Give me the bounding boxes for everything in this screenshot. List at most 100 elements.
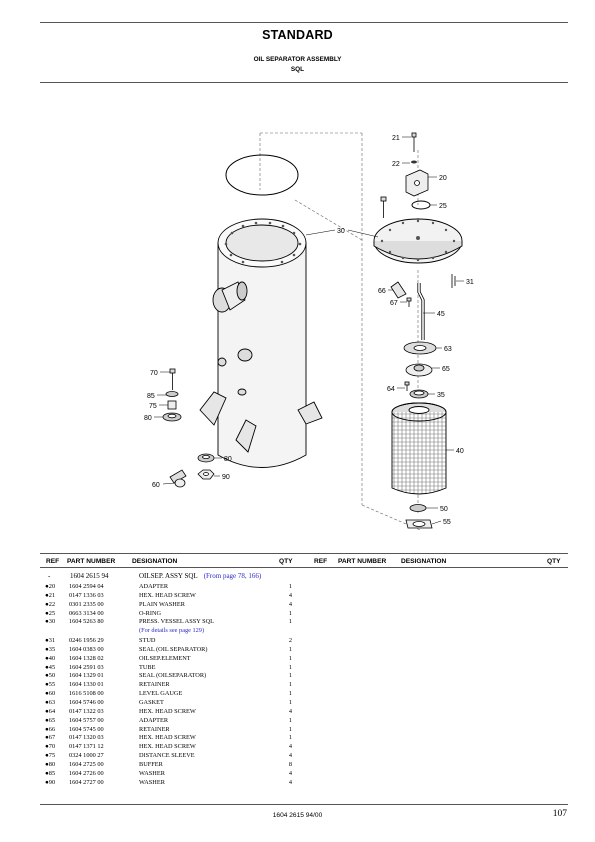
header-bottom-rule	[40, 82, 568, 83]
row-part-number: 1604 5757 00	[69, 716, 104, 724]
row-part-number: 0246 1956 29	[69, 637, 104, 645]
cover-plate	[373, 218, 463, 264]
footer-rule	[40, 804, 568, 805]
leader-lines	[154, 136, 464, 525]
row-designation: BUFFER	[139, 760, 163, 768]
row-qty: 1	[288, 654, 292, 662]
cross-reference-link[interactable]: (From page 78, 166)	[203, 572, 262, 580]
bolt	[380, 196, 387, 218]
callout-labels: 21 22 20 25 30 31 66 67 45 63 65 64 35 4…	[144, 135, 474, 526]
adapter-20	[405, 169, 429, 197]
row-ref: ●75	[45, 752, 56, 760]
callout-60: 60	[152, 482, 160, 489]
row-qty: 4	[288, 600, 292, 608]
col-part-left: PART NUMBER	[67, 558, 116, 565]
row-designation: RETAINER	[139, 681, 170, 689]
screw-64	[404, 381, 410, 391]
row-designation: O-RING	[139, 609, 162, 617]
row-ref: ●45	[45, 663, 56, 671]
screw-67	[406, 297, 412, 307]
row-part-number: 0147 1336 03	[69, 591, 104, 599]
row-designation: OILSEP.ELEMENT	[139, 654, 191, 662]
row-qty: 4	[288, 769, 292, 777]
row-qty: 1	[288, 663, 292, 671]
retainer-66	[390, 281, 407, 299]
col-designation-right: DESIGNATION	[401, 558, 447, 565]
row-qty: 4	[288, 752, 292, 760]
row-part-number: 0147 1371 12	[69, 743, 104, 751]
row-ref: ●70	[45, 743, 56, 751]
row-part-number: 1604 0383 00	[69, 645, 104, 653]
col-designation-left: DESIGNATION	[132, 558, 178, 565]
col-ref-right: REF	[314, 558, 328, 565]
header-top-rule	[40, 22, 568, 23]
row-part-number: 1604 2727 00	[69, 778, 104, 786]
row-designation: RETAINER	[139, 725, 170, 733]
callout-25: 25	[439, 203, 447, 210]
callout-64: 64	[387, 386, 395, 393]
callout-55: 55	[443, 519, 451, 526]
row-part-number: 0301 2335 00	[69, 600, 104, 608]
row-qty: 1	[288, 690, 292, 698]
callout-31: 31	[466, 279, 474, 286]
row-qty: 1	[288, 583, 292, 590]
row-designation: PRESS. VESSEL ASSY SQL	[139, 618, 215, 626]
oring-25	[411, 200, 431, 210]
row-ref: ●21	[45, 591, 56, 599]
row-ref: -	[48, 572, 51, 580]
table-row-note: (For details see page 129)	[44, 627, 300, 636]
callout-45: 45	[437, 311, 445, 318]
page-number: 107	[552, 809, 567, 819]
callout-66: 66	[378, 288, 386, 295]
buffer-80-lower	[197, 453, 215, 463]
callout-80-left: 80	[144, 415, 152, 422]
buffer-80-left	[162, 412, 182, 422]
assembly-title: OIL SEPARATOR ASSEMBLY	[253, 56, 342, 63]
callout-30: 30	[337, 228, 345, 235]
table-top-rule	[40, 553, 568, 554]
callout-35: 35	[437, 392, 445, 399]
page-title: STANDARD	[262, 28, 333, 42]
row-qty: 1	[288, 645, 292, 653]
row-qty: 1	[288, 716, 292, 724]
row-designation: HEX. HEAD SCREW	[139, 591, 196, 599]
row-ref: ●64	[45, 707, 56, 715]
row-ref: ●67	[45, 734, 56, 742]
row-ref: ●40	[45, 654, 56, 662]
level-gauge-60	[169, 469, 187, 488]
row-designation: OILSEP. ASSY SQL(From page 78, 166)	[139, 572, 262, 580]
row-ref: ●60	[45, 690, 56, 698]
row-qty: 4	[288, 591, 292, 599]
row-ref: ●30	[45, 618, 56, 626]
document-code: 1604 2615 94/00	[272, 812, 323, 819]
row-ref: ●25	[45, 609, 56, 617]
washer-90	[197, 469, 215, 480]
row-part-number: 1604 2726 00	[69, 769, 104, 777]
col-part-right: PART NUMBER	[338, 558, 387, 565]
table-header-rule	[40, 567, 568, 568]
details-link[interactable]: (For details see page 129)	[139, 627, 205, 635]
row-part-number: 1604 5746 00	[69, 698, 104, 706]
row-part-number: 0663 3134 00	[69, 609, 104, 617]
row-part-number: 1604 2615 94	[70, 572, 109, 580]
screw-70	[169, 368, 176, 390]
row-ref: ●63	[45, 698, 56, 706]
row-qty: 4	[288, 778, 292, 786]
gasket-63	[403, 341, 437, 355]
row-ref: ●65	[45, 716, 56, 724]
seal-35	[409, 389, 429, 399]
row-qty: 2	[288, 637, 292, 645]
callout-63: 63	[444, 346, 452, 353]
